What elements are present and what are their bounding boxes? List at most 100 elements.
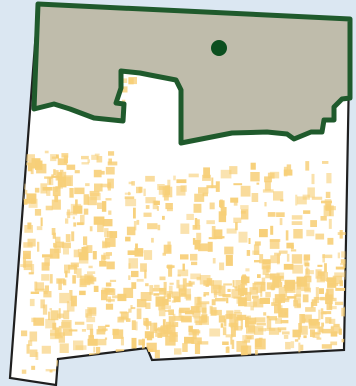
land-cover-patch: [326, 288, 334, 299]
land-cover-patch: [240, 319, 243, 330]
land-cover-patch: [135, 243, 138, 254]
land-cover-patch: [144, 250, 153, 260]
land-cover-patch: [224, 246, 234, 255]
land-cover-patch: [268, 327, 280, 335]
land-cover-patch: [312, 331, 320, 338]
land-cover-patch: [225, 346, 230, 353]
land-cover-patch: [184, 310, 194, 315]
land-cover-patch: [225, 314, 232, 320]
land-cover-patch: [36, 226, 43, 231]
land-cover-patch: [213, 229, 223, 240]
land-cover-patch: [218, 315, 226, 323]
land-cover-patch: [21, 369, 27, 374]
land-cover-patch: [145, 205, 150, 209]
land-cover-patch: [308, 270, 314, 275]
land-cover-patch: [259, 229, 268, 238]
land-cover-patch: [328, 218, 332, 229]
land-cover-patch: [166, 208, 173, 212]
land-cover-patch: [73, 264, 77, 274]
land-cover-patch: [290, 249, 297, 252]
land-cover-patch: [299, 314, 305, 324]
land-cover-patch: [59, 335, 63, 339]
land-cover-patch: [252, 282, 257, 290]
land-cover-patch: [222, 327, 227, 336]
land-cover-patch: [112, 295, 122, 299]
land-cover-patch: [49, 308, 52, 311]
land-cover-patch: [89, 190, 100, 197]
land-cover-patch: [35, 352, 39, 360]
land-cover-patch: [330, 341, 338, 346]
land-cover-patch: [311, 332, 321, 335]
land-cover-patch: [66, 164, 76, 170]
land-cover-patch: [168, 316, 174, 327]
land-cover-patch: [297, 337, 301, 340]
location-marker-icon[interactable]: [211, 40, 227, 56]
land-cover-patch: [219, 199, 223, 208]
land-cover-patch: [254, 317, 266, 323]
land-cover-patch: [31, 198, 35, 204]
land-cover-patch: [188, 173, 199, 178]
land-cover-patch: [211, 177, 214, 189]
land-cover-patch: [246, 250, 251, 256]
land-cover-patch: [149, 285, 154, 295]
land-cover-patch: [335, 287, 346, 291]
land-cover-patch: [226, 297, 229, 304]
land-cover-patch: [311, 299, 318, 306]
land-cover-patch: [183, 317, 191, 322]
land-cover-patch: [286, 242, 294, 249]
land-cover-patch: [199, 301, 210, 305]
land-cover-patch: [138, 339, 145, 346]
land-cover-patch: [326, 173, 332, 184]
land-cover-patch: [97, 202, 102, 209]
land-cover-patch: [303, 335, 307, 339]
land-cover-patch: [155, 328, 159, 337]
land-cover-patch: [212, 258, 216, 264]
land-cover-patch: [71, 295, 77, 307]
land-cover-patch: [21, 330, 28, 337]
land-cover-patch: [194, 193, 205, 202]
land-cover-patch: [245, 334, 254, 340]
land-cover-patch: [276, 272, 285, 282]
land-cover-patch: [128, 181, 133, 185]
land-cover-patch: [158, 307, 166, 317]
land-cover-patch: [325, 191, 331, 198]
land-cover-patch: [220, 207, 227, 216]
land-cover-patch: [161, 298, 169, 306]
land-cover-patch: [162, 319, 166, 327]
land-cover-patch: [91, 154, 99, 160]
land-cover-patch: [304, 275, 312, 283]
land-cover-patch: [94, 183, 103, 192]
land-cover-patch: [220, 169, 232, 179]
land-cover-patch: [281, 298, 290, 301]
land-cover-patch: [340, 263, 345, 266]
land-cover-patch: [271, 302, 278, 306]
land-cover-patch: [27, 162, 32, 172]
land-cover-patch: [277, 327, 287, 331]
land-cover-patch: [161, 305, 171, 309]
land-cover-patch: [280, 305, 283, 314]
land-cover-patch: [53, 169, 56, 176]
land-cover-patch: [298, 342, 301, 354]
land-cover-patch: [128, 258, 138, 269]
land-cover-patch: [295, 194, 298, 206]
land-cover-patch: [27, 238, 36, 247]
land-cover-patch: [296, 288, 302, 298]
land-cover-patch: [145, 175, 155, 182]
land-cover-patch: [184, 336, 195, 344]
land-cover-patch: [51, 174, 54, 178]
land-cover-patch: [87, 196, 97, 206]
land-cover-patch: [294, 298, 301, 309]
land-cover-patch: [107, 161, 118, 166]
land-cover-patch: [74, 321, 85, 325]
land-cover-patch: [34, 288, 45, 292]
land-cover-patch: [310, 220, 317, 227]
land-cover-patch: [150, 322, 158, 332]
land-cover-patch: [240, 205, 249, 210]
land-cover-patch: [184, 288, 191, 299]
land-cover-patch: [33, 317, 45, 326]
land-cover-patch: [168, 285, 173, 295]
land-cover-patch: [333, 323, 340, 328]
land-cover-patch: [46, 187, 51, 196]
land-cover-patch: [298, 323, 302, 333]
land-cover-patch: [57, 176, 67, 188]
